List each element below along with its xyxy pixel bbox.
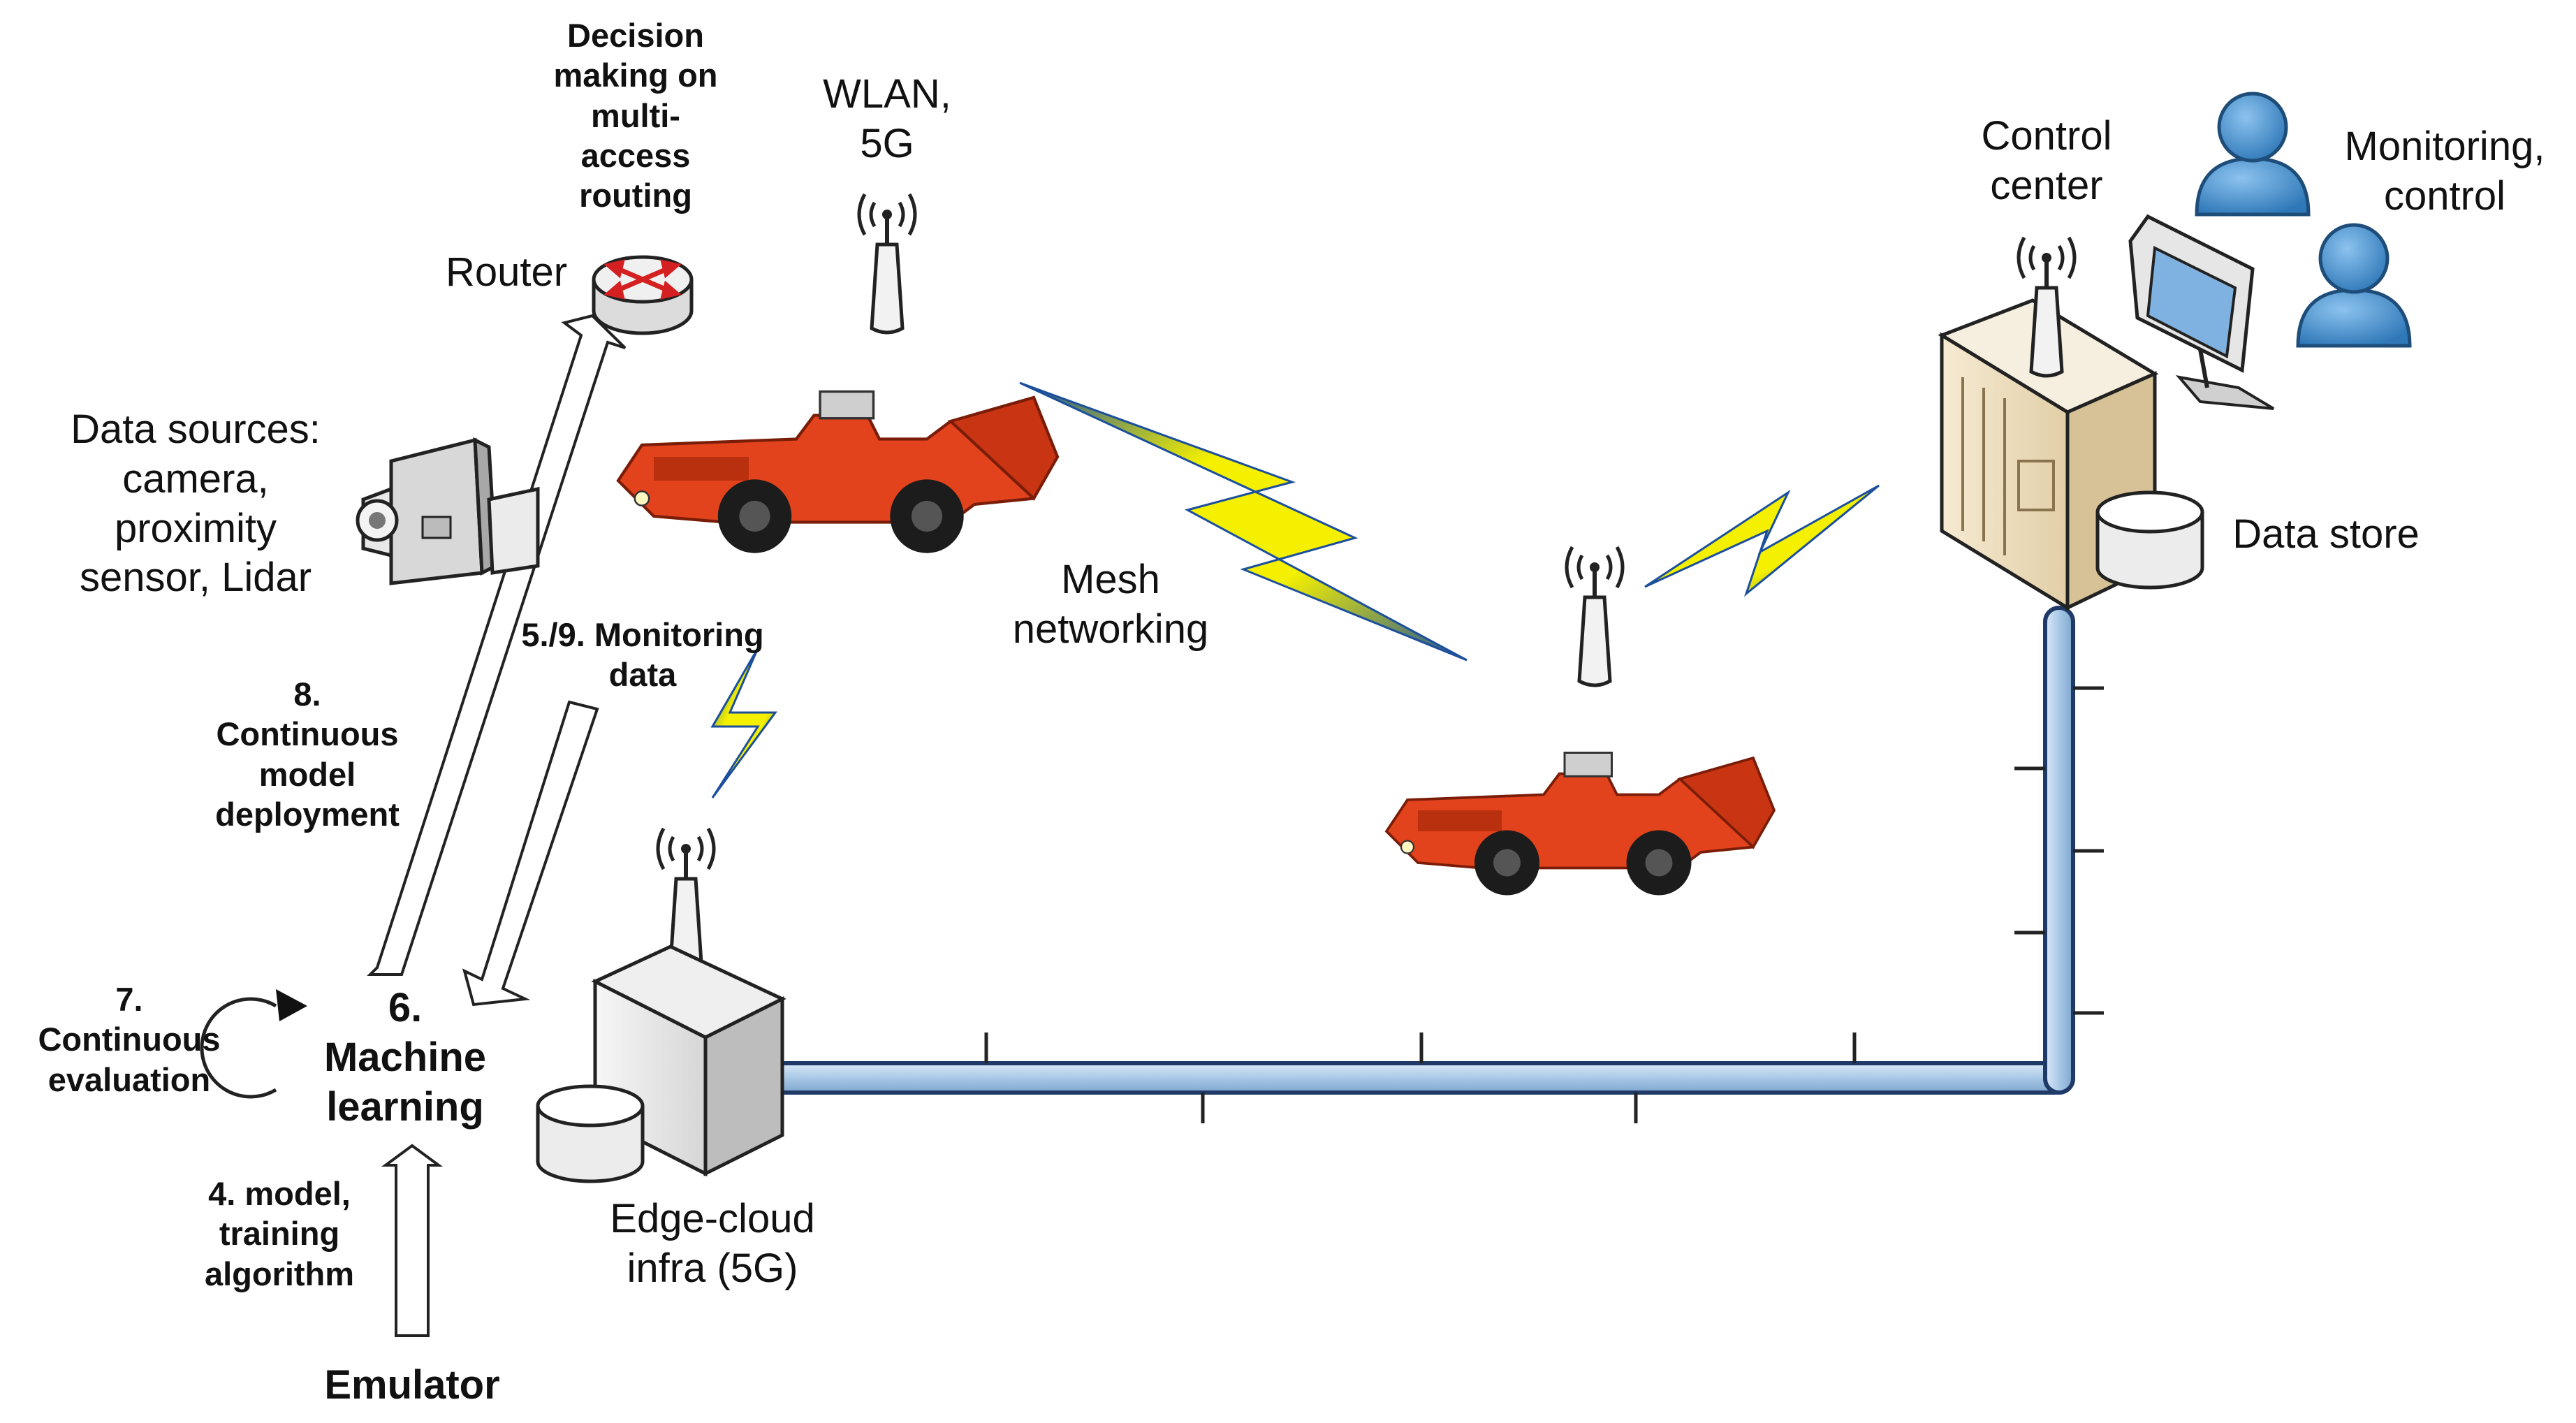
mining-loader-icon xyxy=(1385,751,1776,897)
deployment-arrow xyxy=(367,314,627,976)
monitoring-control-label: Monitoring, control xyxy=(2344,124,2545,219)
user-icon xyxy=(2197,94,2308,214)
refresh-arrow-icon xyxy=(200,989,307,1099)
control-lightning-icon xyxy=(1644,484,1880,597)
decision-making-label: Decision making on multi- access routing xyxy=(553,17,718,214)
training-algorithm-label: 4. model, training algorithm xyxy=(204,1175,355,1292)
mining-loader-icon xyxy=(618,392,1058,553)
monitoring-data-arrow xyxy=(462,700,599,1007)
training-arrow xyxy=(381,1144,444,1337)
data-store-label: Data store xyxy=(2232,511,2420,557)
data-sources-label: Data sources: camera, proximity sensor, … xyxy=(71,407,321,601)
wlan-antenna-icon xyxy=(859,194,915,333)
edge-lightning-icon xyxy=(710,648,777,798)
wlan-label: WLAN, 5G xyxy=(823,71,951,166)
emulator-label: Emulator xyxy=(324,1362,500,1408)
data-store-database-icon xyxy=(2098,492,2202,588)
mesh-networking-label: Mesh networking xyxy=(1012,557,1209,652)
monitor-icon xyxy=(2128,214,2275,410)
monitoring-data-label: 5./9. Monitoring data xyxy=(521,616,764,694)
model-deployment-label: 8. Continuous model deployment xyxy=(215,676,400,833)
edge-antenna-icon xyxy=(658,829,714,967)
machine-learning-label: 6. Machine learning xyxy=(323,985,487,1130)
router-label: Router xyxy=(445,249,568,295)
control-center-label: Control center xyxy=(1981,113,2112,208)
mesh-lightning-icon xyxy=(1019,381,1468,662)
edge-database-icon xyxy=(538,1086,643,1181)
continuous-evaluation-label: 7. Continuous evaluation xyxy=(38,981,221,1098)
mesh-antenna-icon xyxy=(1567,547,1623,685)
camera-icon xyxy=(356,437,540,585)
router-icon xyxy=(592,255,694,335)
edge-server-icon xyxy=(591,944,786,1177)
edge-cloud-label: Edge-cloud infra (5G) xyxy=(610,1196,815,1291)
backbone-pipe xyxy=(768,606,2104,1123)
user-icon xyxy=(2298,225,2410,346)
